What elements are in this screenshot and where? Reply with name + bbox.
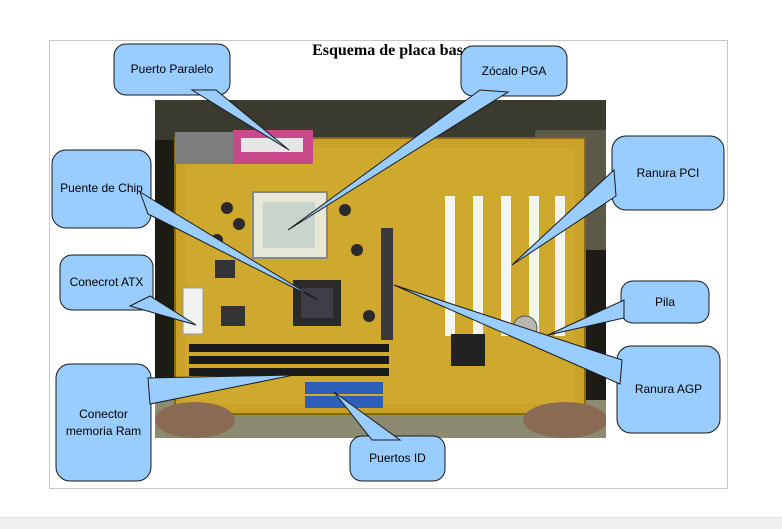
callout-ide-ports (333, 391, 446, 482)
callout-chip-bridge (51, 149, 319, 301)
diagram-title: Esquema de placa base (312, 42, 470, 59)
callout-pci-slot (511, 135, 725, 266)
motherboard-photo (155, 100, 606, 438)
callout-atx-connector (59, 254, 197, 326)
callout-battery (547, 280, 710, 336)
callout-agp-slot (393, 284, 721, 434)
bottom-bar (0, 517, 782, 529)
callout-parallel-port (113, 43, 290, 151)
callout-ram-connector (55, 363, 295, 482)
callout-pga-socket (287, 45, 568, 231)
